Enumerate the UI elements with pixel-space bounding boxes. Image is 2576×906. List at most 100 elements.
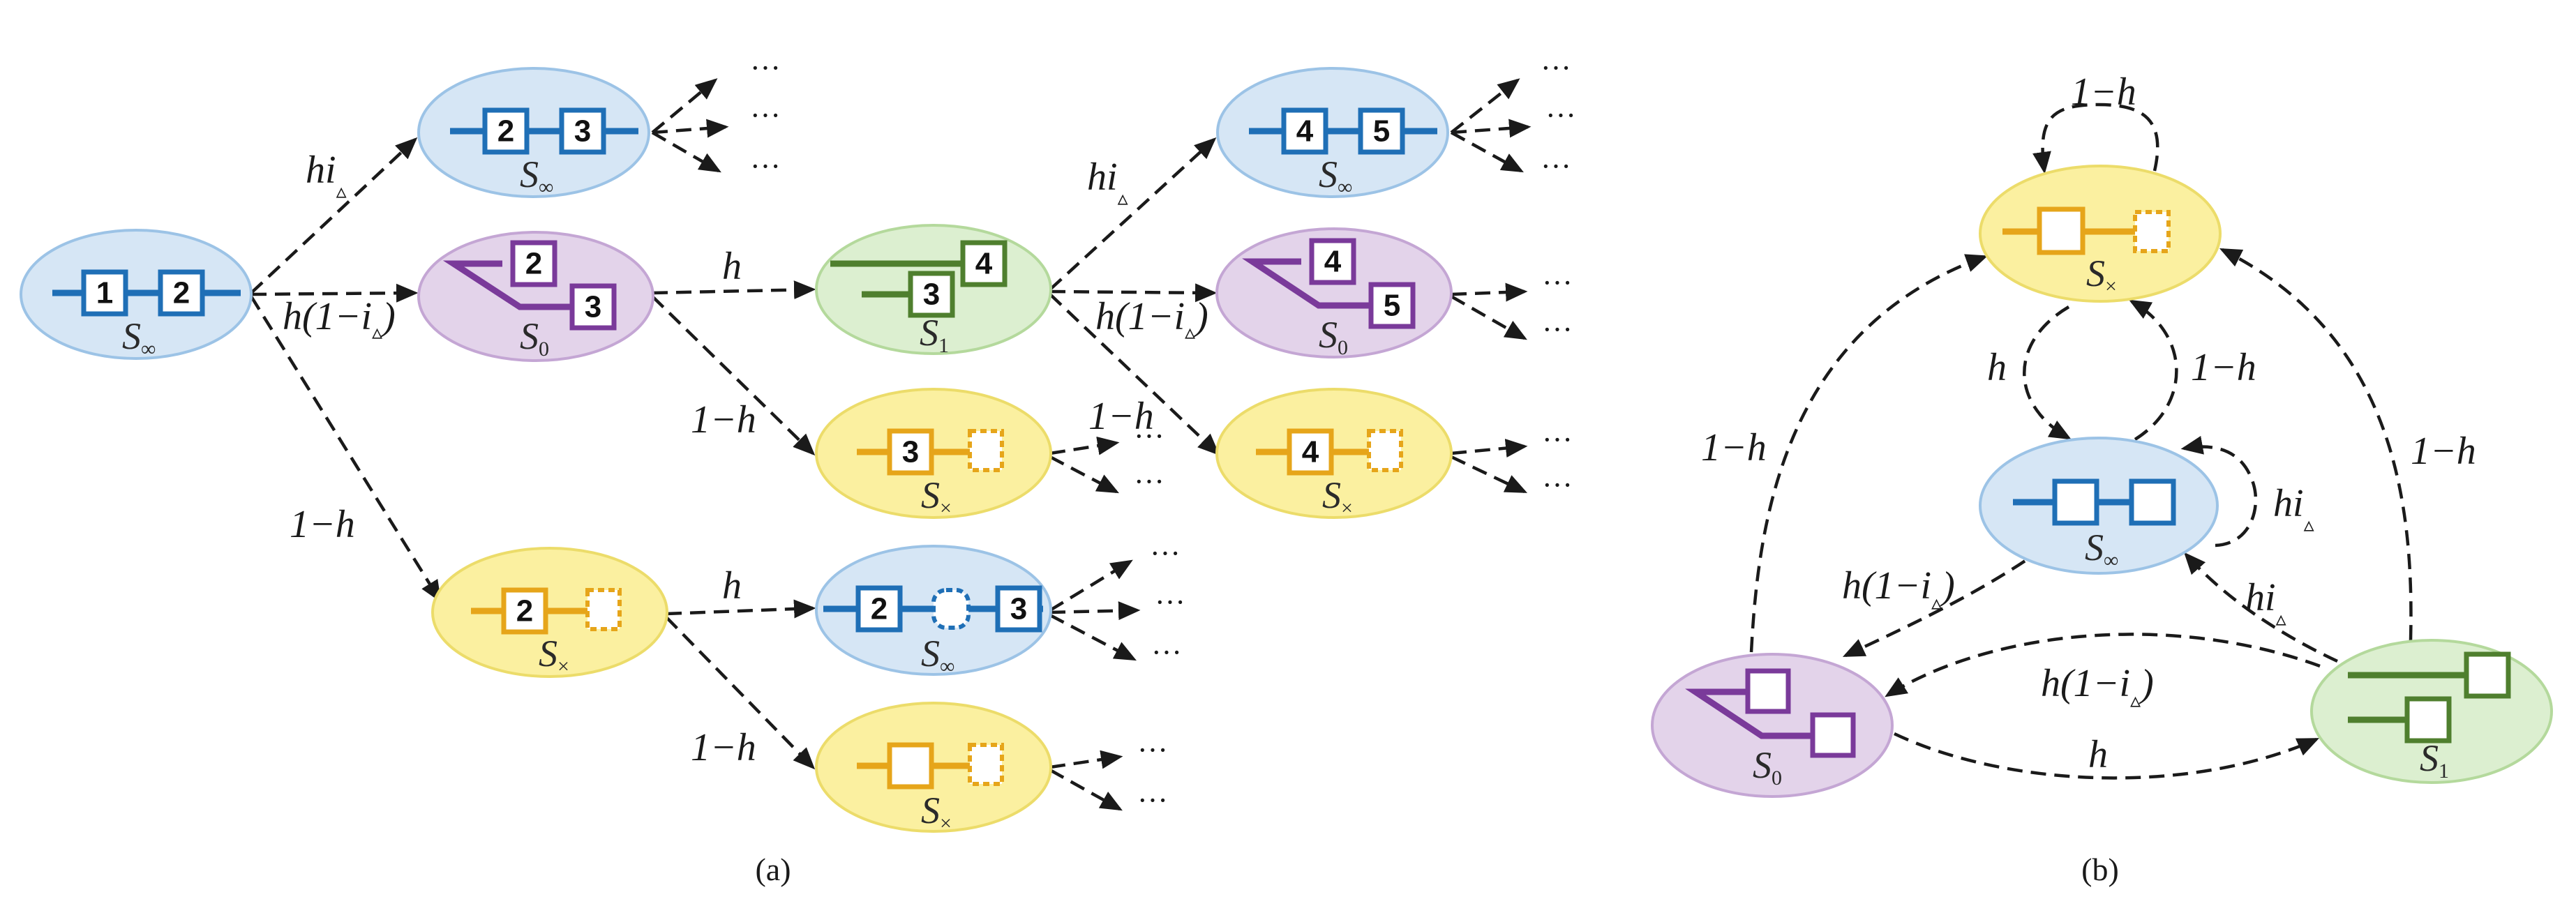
arrow-s1-to-x bbox=[2219, 248, 2413, 641]
panel-a-edge-labels: hi▵ h(1−i▵) 1−h h 1−h h 1−h hi▵ h(1−i▵) … bbox=[283, 149, 1208, 769]
state-node-sx-4: 4 S× bbox=[1215, 388, 1453, 520]
ellipsis-group: ··· ··· ··· ··· ··· ··· ··· ··· ··· ··· … bbox=[750, 51, 1576, 817]
node-number: 4 bbox=[975, 247, 993, 281]
node-number: 2 bbox=[173, 276, 190, 310]
state-label: S× bbox=[2086, 252, 2117, 298]
node-number: 2 bbox=[516, 594, 533, 628]
edge-label-low-x: 1−h bbox=[691, 726, 756, 769]
ellipsis: ··· bbox=[1151, 635, 1182, 670]
state-node-b-sx: S× bbox=[1979, 165, 2222, 303]
arrow-s1-to-s0 bbox=[1885, 633, 2321, 697]
state-label: S∞ bbox=[1319, 153, 1352, 199]
edge-label-inf-s0: h(1−i▵) bbox=[1842, 564, 1955, 614]
ellipsis: ··· bbox=[1542, 423, 1573, 457]
edge-label-s1-inf45: hi▵ bbox=[1087, 156, 1128, 210]
edge-label-s0-x: 1−h bbox=[1701, 426, 1767, 469]
state-label: S∞ bbox=[2085, 527, 2118, 572]
edge-label-s1-s045: h(1−i▵) bbox=[1095, 295, 1208, 344]
arrow-root-to-mid bbox=[250, 283, 419, 303]
ellipsis: ··· bbox=[1134, 419, 1165, 453]
edge-label-s1-inf: hi▵ bbox=[2245, 576, 2286, 631]
node-number: 2 bbox=[871, 592, 888, 626]
state-node-b-sinf: S∞ bbox=[1979, 437, 2219, 575]
node-number: 1 bbox=[96, 276, 113, 310]
state-node-s-inf-45: 4 5 S∞ bbox=[1216, 67, 1449, 199]
arrow-s1-to-inf bbox=[2184, 552, 2338, 663]
arrow-s0-to-x bbox=[1749, 254, 1989, 653]
arrow-x-to-inf bbox=[2023, 305, 2072, 440]
edge-label-x-self: 1−h bbox=[2071, 70, 2136, 114]
panel-b: S× S∞ S0 S1 1−h bbox=[1651, 70, 2553, 887]
state-label: S∞ bbox=[122, 315, 156, 361]
panel-b-edge-labels: 1−h h 1−h hi▵ h(1−i▵) hi▵ h(1−i▵) h 1−h … bbox=[1701, 70, 2476, 776]
panel-b-caption: (b) bbox=[2081, 852, 2119, 887]
state-label: S0 bbox=[520, 315, 549, 361]
state-node-b-s0: S0 bbox=[1651, 653, 1894, 798]
edge-label-root-top: hi▵ bbox=[306, 149, 347, 203]
state-node-s-inf-root: 1 2 S∞ bbox=[20, 229, 253, 361]
state-node-s-inf-top: 2 3 S∞ bbox=[417, 67, 650, 199]
arrow-s1-to-s045 bbox=[1049, 283, 1218, 303]
arrow-mid-to-s1 bbox=[652, 280, 816, 300]
ellipsis: ··· bbox=[1137, 783, 1168, 817]
node-number: 3 bbox=[585, 290, 601, 324]
node-number: 3 bbox=[1010, 592, 1027, 626]
node-number: 3 bbox=[574, 114, 591, 149]
ellipsis: ··· bbox=[1542, 266, 1573, 300]
arrow-inf-to-s0 bbox=[1842, 546, 2046, 658]
arrow-mid-to-x3 bbox=[651, 295, 816, 456]
state-label: S∞ bbox=[520, 153, 553, 199]
node-number: 4 bbox=[1324, 245, 1342, 279]
state-label: S1 bbox=[2420, 737, 2449, 783]
edge-label-s0-s1: h bbox=[2088, 733, 2108, 776]
node-number: 4 bbox=[1296, 114, 1314, 149]
fanout-stubs bbox=[651, 78, 1532, 811]
arrow-low-to-inf bbox=[666, 599, 816, 619]
state-label: S× bbox=[1322, 474, 1353, 520]
arrow-root-to-low bbox=[250, 295, 442, 603]
ellipsis: ··· bbox=[750, 149, 781, 183]
edge-label-inf-self: hi▵ bbox=[2273, 482, 2314, 536]
arrow-s1-to-x4 bbox=[1049, 293, 1220, 456]
state-node-s-inf-23: 2 3 S∞ bbox=[815, 545, 1052, 678]
state-node-s0-mid: 2 3 S0 bbox=[417, 231, 654, 362]
ellipsis: ··· bbox=[1542, 468, 1573, 502]
state-label: S× bbox=[921, 790, 952, 835]
node-number: 3 bbox=[923, 278, 940, 312]
panel-a: ··· ··· ··· ··· ··· ··· ··· ··· ··· ··· … bbox=[20, 51, 1576, 887]
ellipsis: ··· bbox=[1545, 98, 1576, 133]
ellipsis: ··· bbox=[1137, 733, 1168, 767]
edge-label-s1-x4: 1−h bbox=[1088, 395, 1154, 438]
state-node-s1: 4 3 S1 bbox=[815, 224, 1052, 357]
ellipsis: ··· bbox=[1541, 51, 1571, 85]
state-label: S0 bbox=[1319, 314, 1348, 359]
state-node-b-s1: S1 bbox=[2310, 639, 2553, 784]
state-label: S∞ bbox=[921, 633, 954, 678]
node-number: 2 bbox=[525, 247, 542, 281]
ellipsis: ··· bbox=[1542, 312, 1573, 347]
edge-label-low-inf: h bbox=[722, 564, 742, 607]
ellipsis: ··· bbox=[1541, 149, 1571, 183]
edge-label-x-inf: h bbox=[1987, 346, 2007, 389]
state-node-s0-45: 4 5 S0 bbox=[1215, 227, 1453, 359]
panel-a-caption: (a) bbox=[755, 852, 791, 887]
node-number: 5 bbox=[1384, 289, 1400, 323]
edge-label-s1-x: 1−h bbox=[2411, 430, 2476, 473]
state-node-sx-3: 3 S× bbox=[815, 388, 1052, 520]
edge-label-root-low: 1−h bbox=[290, 503, 355, 546]
state-label: S1 bbox=[920, 312, 949, 357]
edge-label-mid-x3: 1−h bbox=[691, 398, 756, 441]
edge-label-root-mid: h(1−i▵) bbox=[283, 295, 396, 344]
edge-label-s1-s0: h(1−i▵) bbox=[2041, 662, 2154, 712]
state-label: S0 bbox=[1753, 744, 1782, 790]
arrow-root-to-top bbox=[250, 137, 418, 294]
arrow-x-self-loop bbox=[2032, 103, 2159, 174]
panel-a-arrows bbox=[250, 78, 1532, 811]
arrow-inf-self-loop bbox=[2180, 435, 2258, 548]
arrow-inf-to-x bbox=[2129, 299, 2178, 441]
ellipsis: ··· bbox=[750, 51, 781, 85]
state-node-sx-empty: S× bbox=[815, 702, 1052, 835]
panel-b-arrows bbox=[1749, 103, 2413, 780]
state-label: S× bbox=[539, 633, 569, 678]
